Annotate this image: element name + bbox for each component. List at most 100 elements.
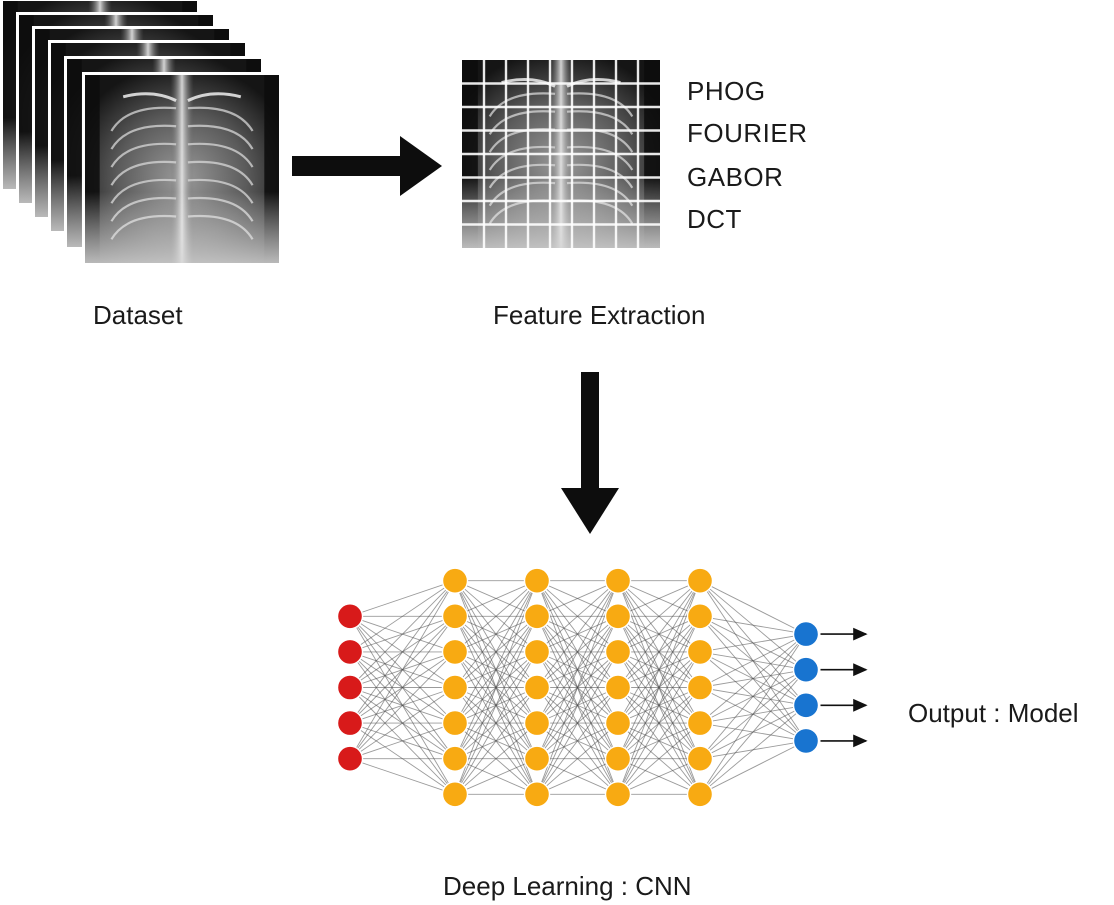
hidden-neuron <box>441 567 469 594</box>
hidden-neuron <box>686 781 714 808</box>
network-edge <box>617 580 701 617</box>
network-edge <box>349 722 456 760</box>
network-edge <box>536 580 619 724</box>
hidden-neuron <box>441 745 469 772</box>
network-edge <box>617 580 701 795</box>
hidden-neuron <box>604 745 632 772</box>
hidden-neuron <box>686 709 714 737</box>
hidden-neuron <box>604 674 632 701</box>
network-edge <box>617 722 701 795</box>
hidden-neuron <box>686 567 714 594</box>
dataset-image-stack <box>0 0 282 266</box>
network-edge <box>454 758 538 795</box>
hidden-neuron <box>604 781 632 808</box>
network-edge <box>617 758 701 795</box>
network-edge <box>454 722 538 795</box>
network-edge <box>699 740 807 795</box>
network-edge <box>536 616 619 795</box>
network-edge <box>536 758 619 795</box>
hidden-neuron <box>604 567 632 594</box>
network-edge <box>617 687 701 795</box>
output-neuron <box>792 727 820 755</box>
network-edge <box>536 580 619 759</box>
hidden-neuron <box>441 603 469 630</box>
arrow-right-icon <box>292 136 442 196</box>
network-edge <box>536 580 619 688</box>
output-model-label: Output : Model <box>908 698 1079 728</box>
network-edge <box>536 580 619 617</box>
network-edge <box>349 651 456 760</box>
input-neuron <box>336 745 364 772</box>
network-edge <box>699 615 807 635</box>
dataset-label: Dataset <box>93 300 183 330</box>
hidden-neuron <box>441 709 469 737</box>
network-edge <box>617 616 701 795</box>
network-edge <box>349 616 456 759</box>
hidden-neuron <box>686 674 714 701</box>
hidden-neuron <box>441 781 469 808</box>
network-edge <box>699 633 807 653</box>
feature-extraction-image <box>460 56 662 264</box>
network-edge <box>349 580 456 759</box>
input-neuron <box>336 603 364 630</box>
output-arrows <box>820 627 868 748</box>
network-edge <box>536 651 619 795</box>
network-edge <box>454 580 538 759</box>
network-edge <box>454 580 538 688</box>
network-edge <box>617 580 701 653</box>
network-edge <box>349 580 456 653</box>
hidden-neuron <box>523 781 551 808</box>
network-edge <box>454 580 538 724</box>
output-neuron <box>792 692 820 719</box>
network-edge <box>454 687 538 795</box>
input-neuron <box>336 638 364 666</box>
hidden-neuron <box>523 603 551 630</box>
hidden-neuron <box>523 709 551 737</box>
hidden-neuron <box>441 638 469 666</box>
network-edge <box>699 704 807 795</box>
hidden-neuron <box>523 745 551 772</box>
input-neuron <box>336 674 364 701</box>
network-edge <box>699 633 807 759</box>
hidden-neuron <box>441 674 469 701</box>
network-connections <box>349 580 807 795</box>
arrow-down-icon <box>561 372 619 534</box>
output-neuron <box>792 656 820 683</box>
network-edge <box>454 651 538 795</box>
network-edge <box>536 722 619 795</box>
network-edge <box>536 580 619 795</box>
network-edge <box>349 687 456 760</box>
network-edge <box>454 580 538 795</box>
hidden-neuron <box>604 709 632 737</box>
network-edge <box>349 580 456 688</box>
xray-image <box>82 72 282 266</box>
network-edge <box>699 580 807 635</box>
feature-method-gabor: GABOR <box>687 162 784 192</box>
network-edge <box>454 580 538 653</box>
network-edge <box>699 633 807 724</box>
hidden-neuron <box>686 745 714 772</box>
network-edge <box>349 758 456 795</box>
hidden-neuron <box>604 603 632 630</box>
hidden-neuron <box>686 638 714 666</box>
network-edge <box>536 580 619 653</box>
network-edge <box>699 669 807 795</box>
network-edge <box>349 580 456 724</box>
network-edge <box>349 580 456 617</box>
feature-method-fourier: FOURIER <box>687 118 808 148</box>
feature-method-phog: PHOG <box>687 76 766 106</box>
output-neuron <box>792 620 820 648</box>
network-edge <box>454 580 538 617</box>
hidden-neuron <box>604 638 632 666</box>
cnn-label: Deep Learning : CNN <box>443 871 692 901</box>
network-edge <box>699 633 807 688</box>
feature-method-dct: DCT <box>687 204 742 234</box>
hidden-neuron <box>686 603 714 630</box>
network-edge <box>617 580 701 724</box>
hidden-neuron <box>523 674 551 701</box>
network-edge <box>454 616 538 795</box>
network-edge <box>617 580 701 688</box>
network-edge <box>536 687 619 795</box>
hidden-neuron <box>523 567 551 594</box>
